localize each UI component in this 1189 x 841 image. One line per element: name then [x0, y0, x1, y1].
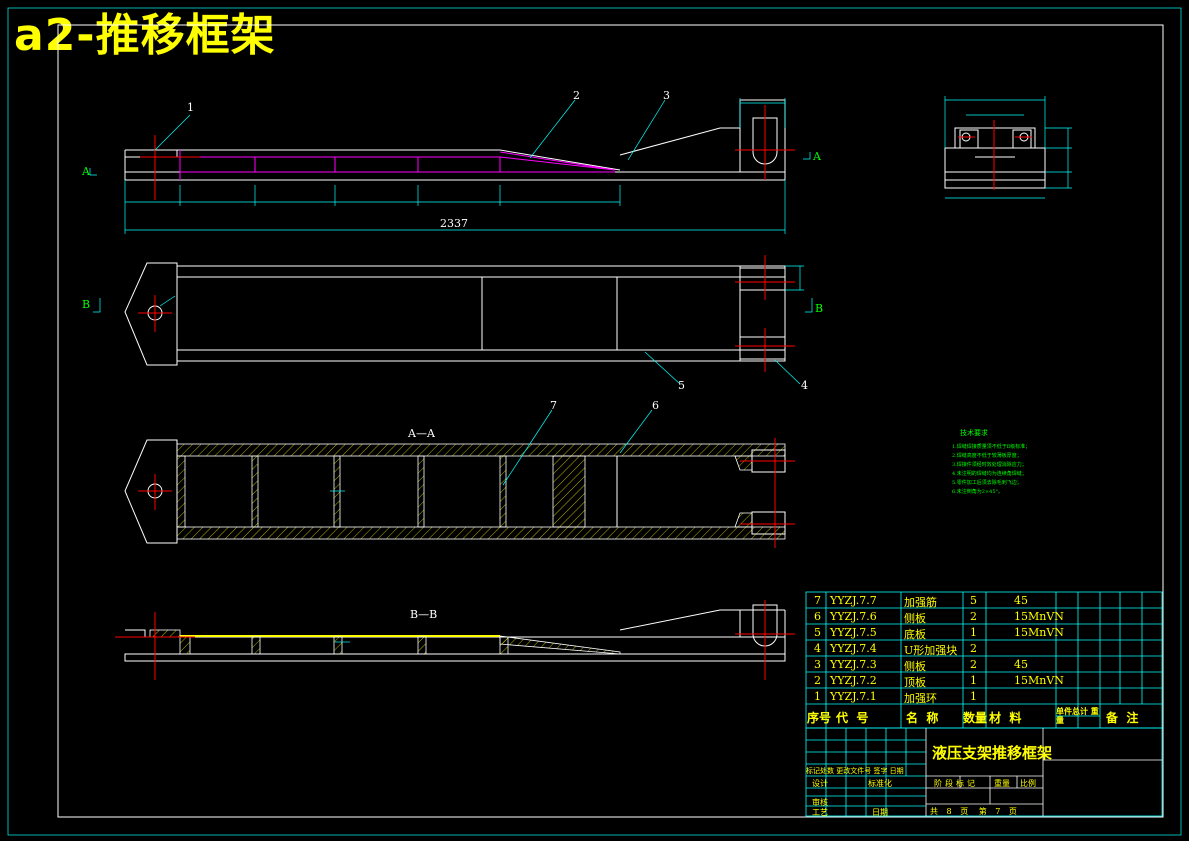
bom-cell-qty: 1 [970, 626, 977, 639]
sheet-page: 7 [995, 807, 1001, 816]
callout-4: 4 [801, 379, 808, 392]
bom-cell-name: 顶板 [904, 676, 926, 689]
section-bb [115, 600, 795, 680]
bom-cell-qty: 1 [970, 690, 977, 703]
bom-cell-name: 底板 [904, 628, 926, 641]
bom-cell-code: YYZJ.7.5 [830, 626, 877, 639]
bom-cell-seq: 2 [814, 674, 821, 687]
standardization-label: 标准化 [868, 779, 892, 788]
bom-cell-qty: 2 [970, 610, 977, 623]
bom-header-name: 名 称 [906, 711, 939, 725]
bom-cell-code: YYZJ.7.7 [830, 594, 877, 607]
bom-cell-seq: 6 [814, 610, 821, 623]
section-arrow-b-right: B [815, 302, 823, 315]
bom-header-remark: 备 注 [1106, 711, 1139, 725]
bom-header-seq: 序号 [807, 711, 832, 725]
bom-cell-code: YYZJ.7.3 [830, 658, 877, 671]
bom-cell-name: 加强筋 [904, 596, 937, 609]
stage-label: 阶段标记 [934, 779, 978, 788]
callout-1: 1 [187, 101, 194, 114]
bom-row: 4 YYZJ.7.4 U形加强块 2 [806, 640, 1162, 657]
bom-row: 2 YYZJ.7.2 顶板 1 15MnVN [806, 672, 1162, 689]
bom-row: 6 YYZJ.7.6 侧板 2 15MnVN [806, 608, 1162, 625]
bom-cell-material: 45 [1014, 594, 1028, 607]
section-aa [124, 409, 795, 548]
bom-cell-seq: 1 [814, 690, 821, 703]
tech-req-item: 3.焊接件须经时效处理消除应力； [952, 461, 1027, 468]
bom-cell-seq: 3 [814, 658, 821, 671]
tech-req-item: 1.焊缝焊接质量须不低于Ⅱ级标准； [952, 443, 1030, 450]
bom-cell-code: YYZJ.7.1 [830, 690, 877, 703]
bom-cell-seq: 4 [814, 642, 821, 655]
bom-header-material: 材 料 [989, 711, 1022, 725]
bom-cell-material: 15MnVN [1014, 610, 1064, 623]
bom-row: 7 YYZJ.7.7 加强筋 5 45 [806, 592, 1162, 609]
section-bb-label: B—B [410, 608, 437, 621]
callout-7: 7 [550, 399, 557, 412]
sheet-total-label: 共 [930, 807, 938, 816]
revision-header: 标记处数 更改文件号 签字 日期 [806, 767, 904, 775]
tech-req-heading: 技术要求 [960, 428, 988, 437]
tech-requirements: 技术要求 1.焊缝焊接质量须不低于Ⅱ级标准； 2.焊缝高度不低于较薄板厚度； 3… [952, 428, 1030, 495]
bom-cell-code: YYZJ.7.4 [830, 642, 877, 655]
bom-cell-material: 15MnVN [1014, 674, 1064, 687]
bom-cell-name: 加强环 [904, 692, 937, 705]
bom-cell-qty: 2 [970, 658, 977, 671]
top-view [93, 255, 813, 385]
bom-cell-code: YYZJ.7.6 [830, 610, 877, 623]
bom-cell-qty: 5 [970, 594, 977, 607]
bom-cell-material: 45 [1014, 658, 1028, 671]
section-arrow-a-left: A [81, 165, 91, 178]
sheet-pages-label: 页 [960, 807, 969, 816]
drawing-title: 液压支架推移框架 [932, 744, 1053, 762]
bom-cell-name: 侧板 [904, 612, 926, 625]
bom-table [805, 591, 1163, 729]
tech-req-item: 2.焊缝高度不低于较薄板厚度； [952, 452, 1022, 459]
bom-cell-name: U形加强块 [904, 644, 958, 657]
bom-cell-material: 15MnVN [1014, 626, 1064, 639]
section-arrow-a-right: A [812, 150, 822, 163]
bom-cell-qty: 1 [970, 674, 977, 687]
sheet-info: 共 8 页 第 7 页 [930, 806, 1017, 817]
bom-cell-seq: 5 [814, 626, 821, 639]
tech-req-item: 4.未注明的焊缝均为连续角焊缝； [952, 470, 1027, 477]
inner-border [57, 24, 1164, 818]
callout-2: 2 [573, 89, 580, 102]
overall-length-dim: 2337 [440, 217, 468, 230]
bom-header-weight: 单件总计 重量 [1056, 706, 1099, 725]
title-block [805, 727, 1163, 817]
tech-req-item: 5.零件加工后须去除毛刺飞边； [952, 479, 1022, 486]
side-view [944, 96, 1072, 199]
weight-label: 重量 [994, 779, 1010, 788]
bom-row: 5 YYZJ.7.5 底板 1 15MnVN [806, 624, 1162, 641]
bom-header-code: 代 号 [836, 711, 869, 725]
section-arrow-b-left: B [82, 298, 90, 311]
banner-title: a2-推移框架 [14, 10, 276, 61]
bom-cell-code: YYZJ.7.2 [830, 674, 877, 687]
callout-6: 6 [652, 399, 659, 412]
designer-label: 设计 [812, 779, 828, 788]
sheet-page-unit: 页 [1008, 807, 1017, 816]
tech-req-item: 6.未注倒角为2×45°。 [952, 488, 1003, 495]
sheet-page-label: 第 [978, 807, 987, 816]
outer-border [7, 7, 1182, 836]
bom-header-qty: 数量 [963, 711, 988, 725]
bom-cell-qty: 2 [970, 642, 977, 655]
callout-3: 3 [663, 89, 670, 102]
date-label: 日期 [872, 808, 888, 817]
bom-row: 1 YYZJ.7.1 加强环 1 [806, 688, 1162, 705]
sheet-total: 8 [946, 807, 952, 816]
scale-label: 比例 [1020, 779, 1036, 788]
bom-header: 序号 代 号 名 称 数量 材 料 单件总计 重量 备 注 [806, 707, 1162, 728]
section-aa-label: A—A [407, 427, 436, 440]
bom-cell-seq: 7 [814, 594, 821, 607]
bom-cell-name: 侧板 [904, 660, 926, 673]
review-label: 审核 [812, 798, 828, 807]
process-label: 工艺 [812, 808, 828, 817]
callout-5: 5 [678, 379, 685, 392]
front-view [89, 98, 811, 234]
bom-row: 3 YYZJ.7.3 侧板 2 45 [806, 656, 1162, 673]
